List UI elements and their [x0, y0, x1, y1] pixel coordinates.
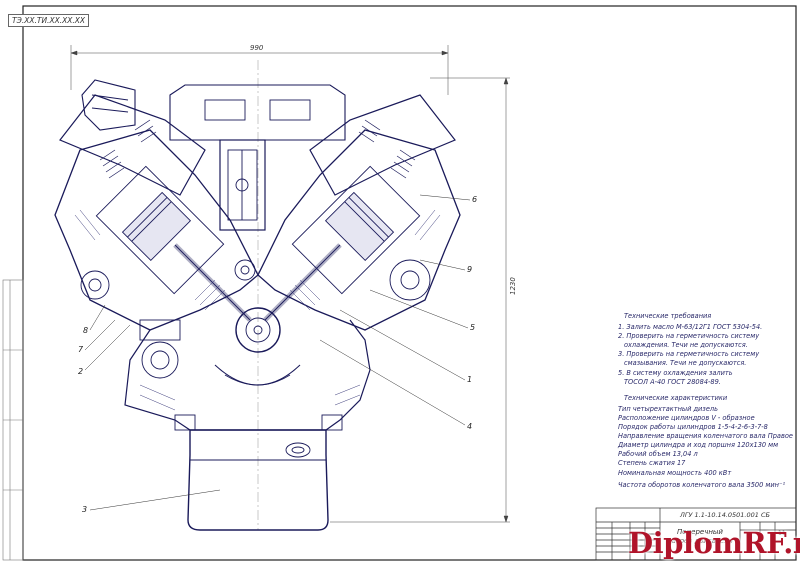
requirement-line: ТОСОЛ А-40 ГОСТ 28084-89.	[624, 377, 721, 386]
left-cylinder-bank	[54, 129, 259, 331]
oil-pan	[187, 429, 329, 531]
title-line-2: разрез двигателя	[667, 537, 733, 545]
callout-9: 9	[467, 265, 473, 274]
left-piston	[121, 191, 192, 262]
dimension-width: 990	[250, 44, 264, 52]
callout-1: 1	[467, 375, 473, 384]
right-cylinder	[291, 165, 421, 295]
title-block-title: Поперечный разрез двигателя	[665, 528, 735, 546]
site-watermark: DiplomRF.ru	[628, 526, 800, 560]
characteristic-line: Тип четырехтактный дизель	[618, 404, 718, 413]
characteristics-title: Технические характеристики	[624, 393, 728, 402]
characteristic-line: Расположение цилиндров V - образное	[618, 413, 755, 422]
callout-8: 8	[83, 326, 89, 335]
title-block	[595, 507, 797, 561]
right-valve-springs	[358, 119, 416, 179]
intake-pipe	[81, 79, 136, 131]
fuel-pump	[219, 139, 266, 231]
requirement-line: 3. Проверить на герметичность систему	[618, 350, 760, 359]
callout-7: 7	[78, 345, 84, 354]
characteristic-line: Диаметр цилиндра и ход поршня 120х130 мм	[618, 441, 779, 450]
requirement-line: охлаждения. Течи не допускаются.	[624, 341, 748, 350]
section-hatching	[74, 209, 441, 411]
left-binding-strip	[2, 279, 24, 561]
right-piston	[324, 191, 395, 262]
requirement-line: 2. Проверить на герметичность систему	[618, 332, 760, 341]
left-valve-springs	[99, 119, 157, 179]
camshaft	[234, 259, 256, 281]
oil-filter	[141, 341, 179, 379]
requirements-title: Технические требования	[624, 312, 712, 320]
dimension-height: 1230	[509, 277, 517, 295]
characteristic-line: Рабочий объем 13,04 л	[618, 450, 698, 459]
callout-leaders	[84, 194, 471, 511]
water-pump	[389, 259, 431, 301]
right-cylinder-head	[309, 94, 456, 196]
callout-4: 4	[467, 422, 473, 431]
characteristic-line: Направление вращения коленчатого вала Пр…	[618, 432, 793, 441]
characteristic-line: Степень сжатия 17	[618, 459, 686, 468]
right-cylinder-bank	[257, 129, 461, 331]
title-line-1: Поперечный	[677, 528, 723, 536]
requirement-line: 1. Залить масло М-63/12Г1 ГОСТ 5304-54.	[618, 323, 763, 332]
title-block-code: ЛГУ 1.1-10.14.0501.001 СБ	[680, 511, 770, 519]
sheet-number: 11	[778, 530, 786, 537]
left-pulley	[80, 270, 110, 300]
intake-manifold	[169, 84, 346, 141]
callout-3: 3	[82, 505, 88, 514]
callout-2: 2	[78, 367, 84, 376]
callout-5: 5	[470, 323, 476, 332]
callout-6: 6	[472, 195, 478, 204]
dimension-lines	[70, 45, 510, 523]
characteristic-line: Порядок работы цилиндров 1-5-4-2-6-3-7-8	[618, 423, 768, 432]
engine-assembly	[54, 79, 461, 531]
requirement-line: смазывания. Течи не допускаются.	[624, 359, 747, 368]
characteristic-line: Номинальная мощность 400 кВт	[618, 468, 732, 477]
drawing-code-stamp: ТЭ.ХХ.ТИ.ХХ.ХХ.ХХ	[8, 14, 90, 27]
characteristic-line: Частота оборотов коленчатого вала 3500 м…	[618, 480, 786, 489]
crankshaft	[235, 307, 281, 353]
requirement-line: 5. В систему охлаждения залить	[618, 368, 733, 377]
technical-notes: Технические требования 1. Залить масло М…	[618, 312, 798, 490]
